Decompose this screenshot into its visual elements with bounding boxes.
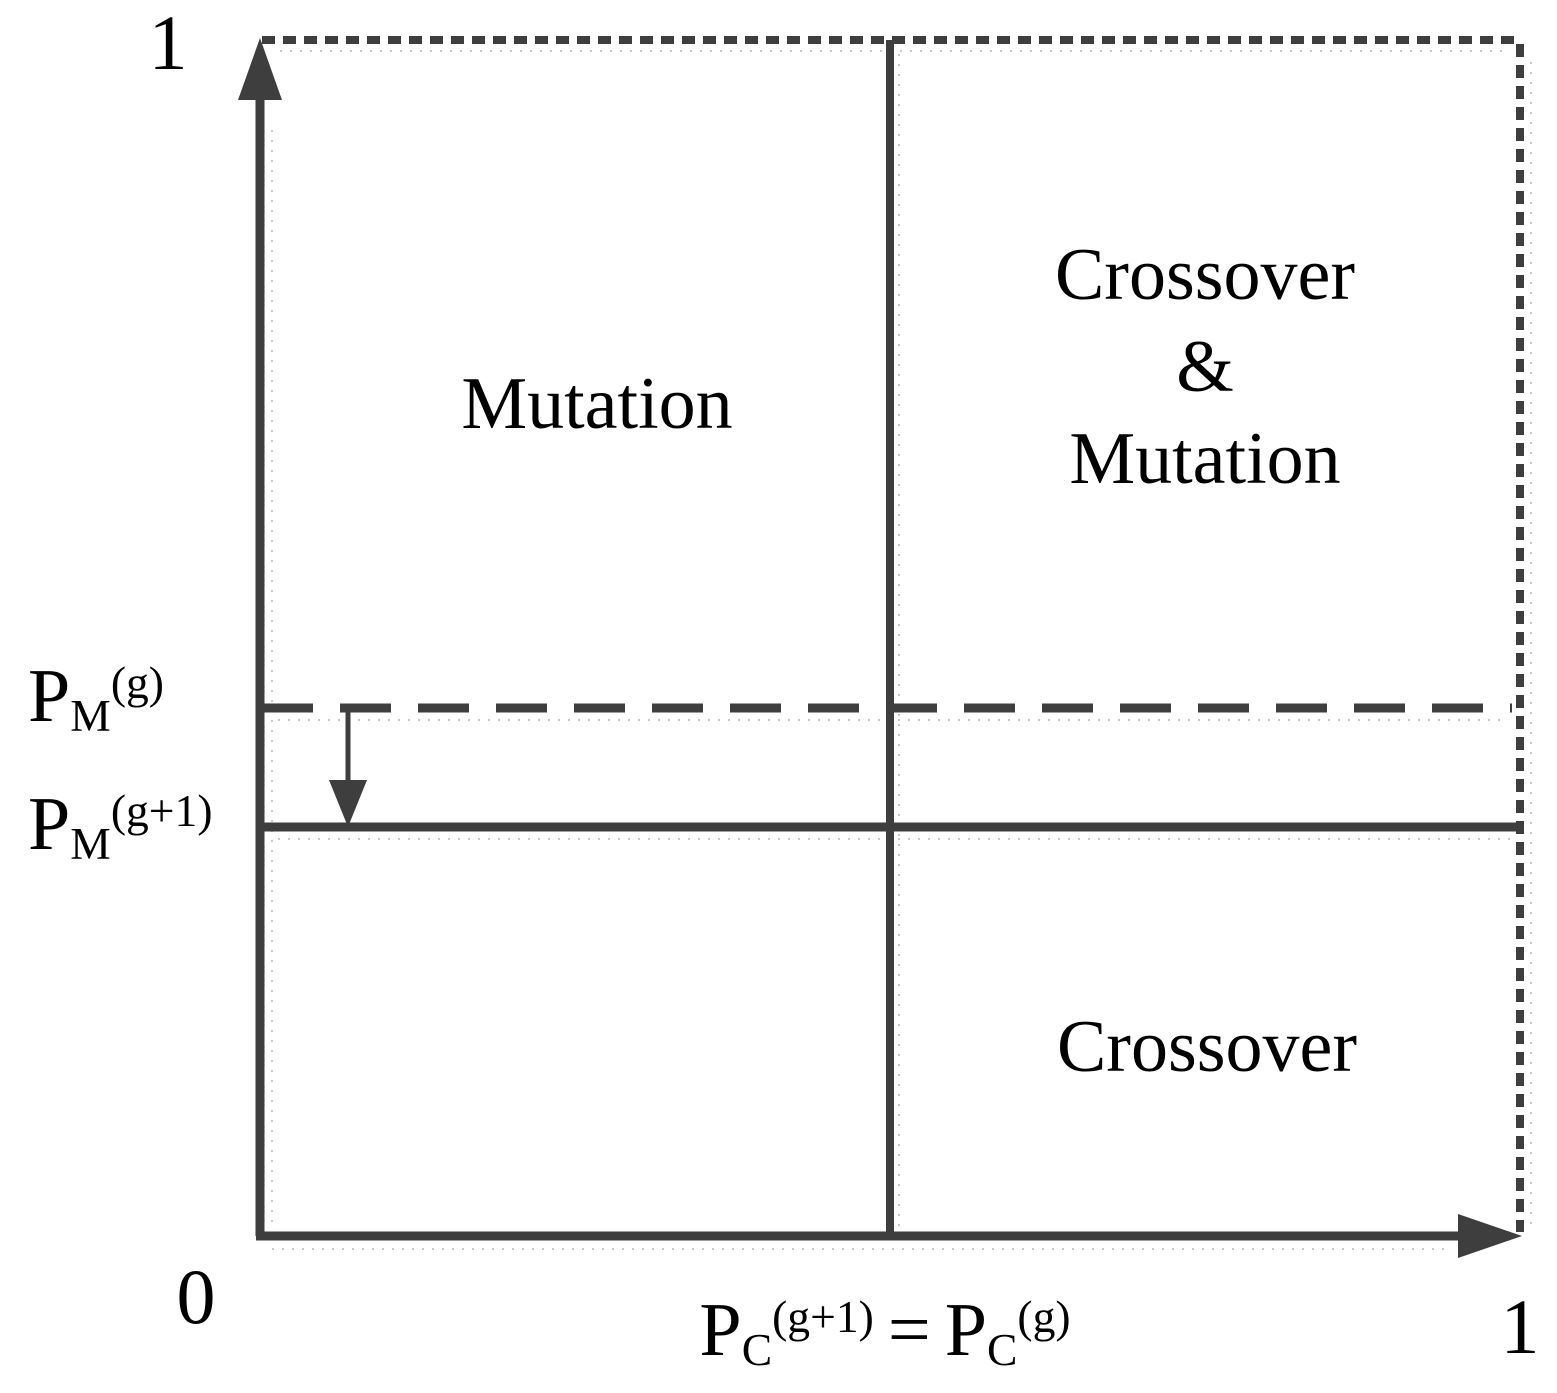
pc-g-superscript: (g) [1017, 1291, 1071, 1343]
pm-g-subscript: M [70, 690, 111, 742]
origin-tick: 0 [176, 1253, 216, 1340]
pm-g1-base: P [28, 782, 71, 866]
line-shadows [271, 50, 1532, 1250]
y-axis-arrowhead-icon [238, 38, 282, 100]
x-axis-label: PC(g+1)=PC(g) [585, 1292, 1185, 1373]
decrease-arrowhead-icon [329, 780, 367, 827]
pc-g-subscript: C [986, 1324, 1018, 1376]
pm-g-label: PM(g) [28, 658, 164, 739]
region-crossover-mutation-line1: Crossover [1054, 234, 1356, 316]
region-crossover-label: Crossover [1056, 1006, 1358, 1088]
pm-g1-subscript: M [70, 818, 111, 870]
pm-g-superscript: (g) [110, 657, 164, 709]
region-crossover-mutation-line2: & [1176, 326, 1234, 408]
pm-g1-superscript: (g+1) [110, 785, 213, 837]
y-axis-max-tick: 1 [148, 0, 188, 86]
region-mutation-label: Mutation [461, 363, 733, 445]
region-crossover-mutation-label: Crossover & Mutation [1005, 229, 1405, 505]
region-crossover-mutation-line3: Mutation [1069, 418, 1341, 500]
pc-g1-subscript: C [741, 1324, 773, 1376]
pm-g1-label: PM(g+1) [28, 786, 213, 867]
x-axis-max-tick: 1 [1500, 1283, 1540, 1370]
pc-g1-base: P [699, 1288, 742, 1372]
pc-g1-superscript: (g+1) [772, 1291, 874, 1343]
pm-g-base: P [28, 654, 71, 738]
equals-sign: = [887, 1288, 931, 1372]
pc-g-base: P [944, 1288, 987, 1372]
x-axis-arrowhead-icon [1458, 1214, 1522, 1258]
